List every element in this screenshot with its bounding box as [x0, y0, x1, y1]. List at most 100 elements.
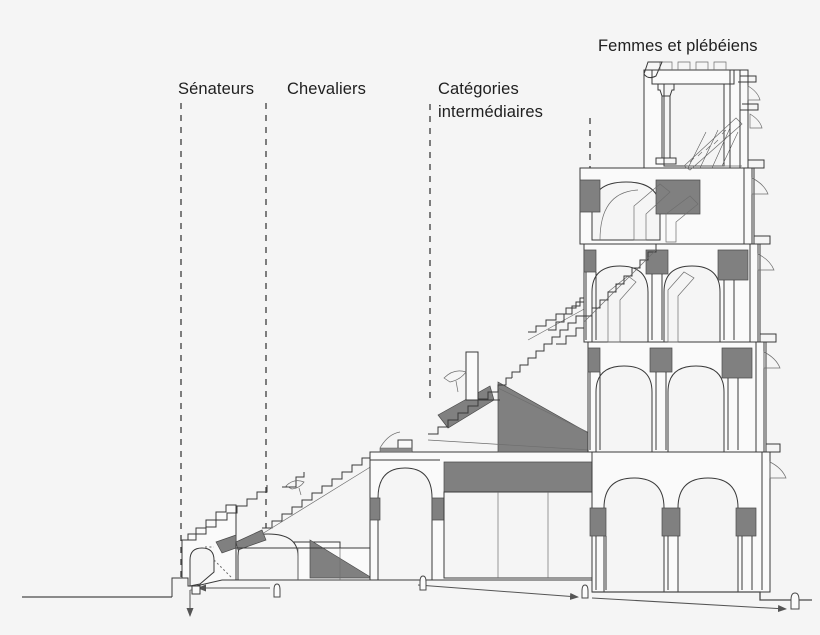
chevaliers-left-shade: [235, 529, 267, 551]
exterior-ground-line: [592, 591, 812, 601]
fourth-vault-chamber: [591, 181, 661, 241]
chevaliers-balustrade: [285, 480, 305, 490]
label-categories-line2: intermédiaires: [438, 103, 543, 121]
ground-pier-shade-1: [589, 507, 607, 537]
top-cornice-step-a: [738, 75, 757, 83]
scale-figure-mid-upper: [581, 584, 589, 599]
scale-figure-mid-lower: [419, 575, 427, 591]
tier-podium-group: [181, 485, 268, 587]
ground-pilaster-3: [741, 536, 753, 590]
second-pilaster-1: [589, 372, 601, 450]
third-left-steps: [548, 297, 584, 331]
label-chevaliers: Chevaliers: [287, 80, 366, 98]
intermediaires-arch-left: [377, 467, 433, 581]
second-pilaster-3: [727, 378, 739, 450]
intermediaires-step-profile: [428, 377, 512, 435]
scale-figure-exterior: [790, 592, 800, 610]
second-pilaster-2: [655, 372, 667, 450]
arena-ground-group: [22, 577, 182, 598]
arena-wall-line: [171, 577, 182, 597]
intermediaires-step-profile-upper: [511, 315, 584, 378]
ground-pier-shade-3: [735, 507, 757, 537]
second-stair-soffit: [527, 307, 587, 341]
top-eaves-bracket: [643, 61, 663, 79]
intermediaires-entry-shade: [379, 447, 413, 453]
intermediaires-impost-a: [369, 497, 381, 521]
chevaliers-step-underline: [261, 465, 373, 535]
top-ceiling-band: [651, 69, 735, 85]
tier-intermediaires-group: [369, 315, 625, 581]
podium-step-profile: [188, 485, 268, 541]
chevaliers-praecinctio: [282, 472, 305, 488]
top-stair-rake: [683, 117, 743, 171]
fourth-arch-intrados: [599, 189, 639, 241]
top-column-capital: [657, 83, 675, 97]
facade-cornice-ground: [756, 443, 781, 453]
upper-cavea-steps: [584, 244, 657, 317]
top-bracket-b: [749, 113, 763, 129]
third-pilaster-3: [723, 280, 735, 340]
sightline-mid: [417, 584, 579, 600]
intermediaires-balustrade: [443, 370, 467, 383]
label-categories-line1: Catégories: [438, 80, 519, 98]
upper-cavea-group: [556, 244, 657, 345]
facade-cornice-second: [750, 333, 777, 343]
chevaliers-step-profile: [262, 457, 372, 529]
third-pilaster-1: [585, 272, 597, 340]
intermediaires-hall: [443, 491, 593, 579]
second-arch-2: [667, 365, 725, 453]
podium-barrel-vault: [189, 547, 215, 587]
tier-chevaliers-group: [235, 457, 374, 581]
facade-bracket-fourth: [751, 177, 769, 195]
top-column-base: [655, 157, 677, 165]
top-ceiling-coffers: [659, 61, 727, 70]
sightline-outer: [591, 597, 787, 613]
scale-figure-arena: [273, 583, 281, 598]
second-spandrel-shade-2: [649, 347, 673, 373]
top-timber-stair: [683, 117, 743, 171]
podium-dotted-guide: [205, 546, 233, 579]
ground-arch-2: [677, 477, 739, 593]
top-outer-wall: [729, 70, 741, 168]
third-pilaster-2: [651, 274, 663, 340]
facade-bracket-ground: [769, 461, 787, 479]
second-arch-1: [595, 365, 653, 453]
third-spandrel-shade-2: [645, 249, 669, 275]
facade-cornice-third: [744, 235, 771, 245]
chevaliers-wedge-shade: [309, 539, 374, 579]
second-stair-run: [528, 301, 586, 333]
third-spandrel-shade-3: [717, 249, 749, 281]
intermediaires-balustrade-post: [455, 380, 459, 393]
reference-marker-square: [191, 585, 201, 595]
intermediaires-impost-b: [431, 497, 445, 521]
label-senateurs: Sénateurs: [178, 80, 254, 98]
third-stair-hatched-b: [667, 271, 695, 343]
ground-pilaster-1: [595, 536, 607, 590]
zone-labels-group: Sénateurs Chevaliers Catégories interméd…: [178, 37, 758, 121]
ground-pier-shade-2: [661, 507, 681, 537]
intermediaires-vault-band: [443, 461, 595, 493]
facade-bracket-second: [763, 351, 781, 369]
facade-cornice-fourth: [738, 159, 765, 169]
fourth-stair-hatched: [633, 183, 671, 241]
intermediaires-praecinctio-wall: [465, 351, 479, 401]
second-spandrel-shade-3: [721, 347, 753, 379]
fourth-vault-shade: [579, 179, 601, 213]
top-cornice-step-b: [740, 103, 759, 111]
fourth-vault-shade-2: [655, 179, 701, 215]
intermediaires-entry-ramp: [379, 431, 401, 449]
top-bracket-a: [747, 85, 761, 101]
label-femmes-plebeiens: Femmes et plébéiens: [598, 37, 758, 55]
ground-arch-1: [603, 477, 665, 593]
upper-cavea-underline: [583, 249, 657, 323]
scale-figures-group: [273, 575, 800, 610]
fourth-stair-hatched-2: [665, 195, 699, 243]
top-storey-interior: [663, 83, 725, 167]
facade-bracket-third: [757, 253, 775, 271]
upper-cavea-lower-steps: [556, 327, 584, 345]
third-arch-2: [663, 265, 721, 343]
sight-lines-group: [186, 584, 787, 617]
second-spandrel-shade-1: [587, 347, 601, 373]
